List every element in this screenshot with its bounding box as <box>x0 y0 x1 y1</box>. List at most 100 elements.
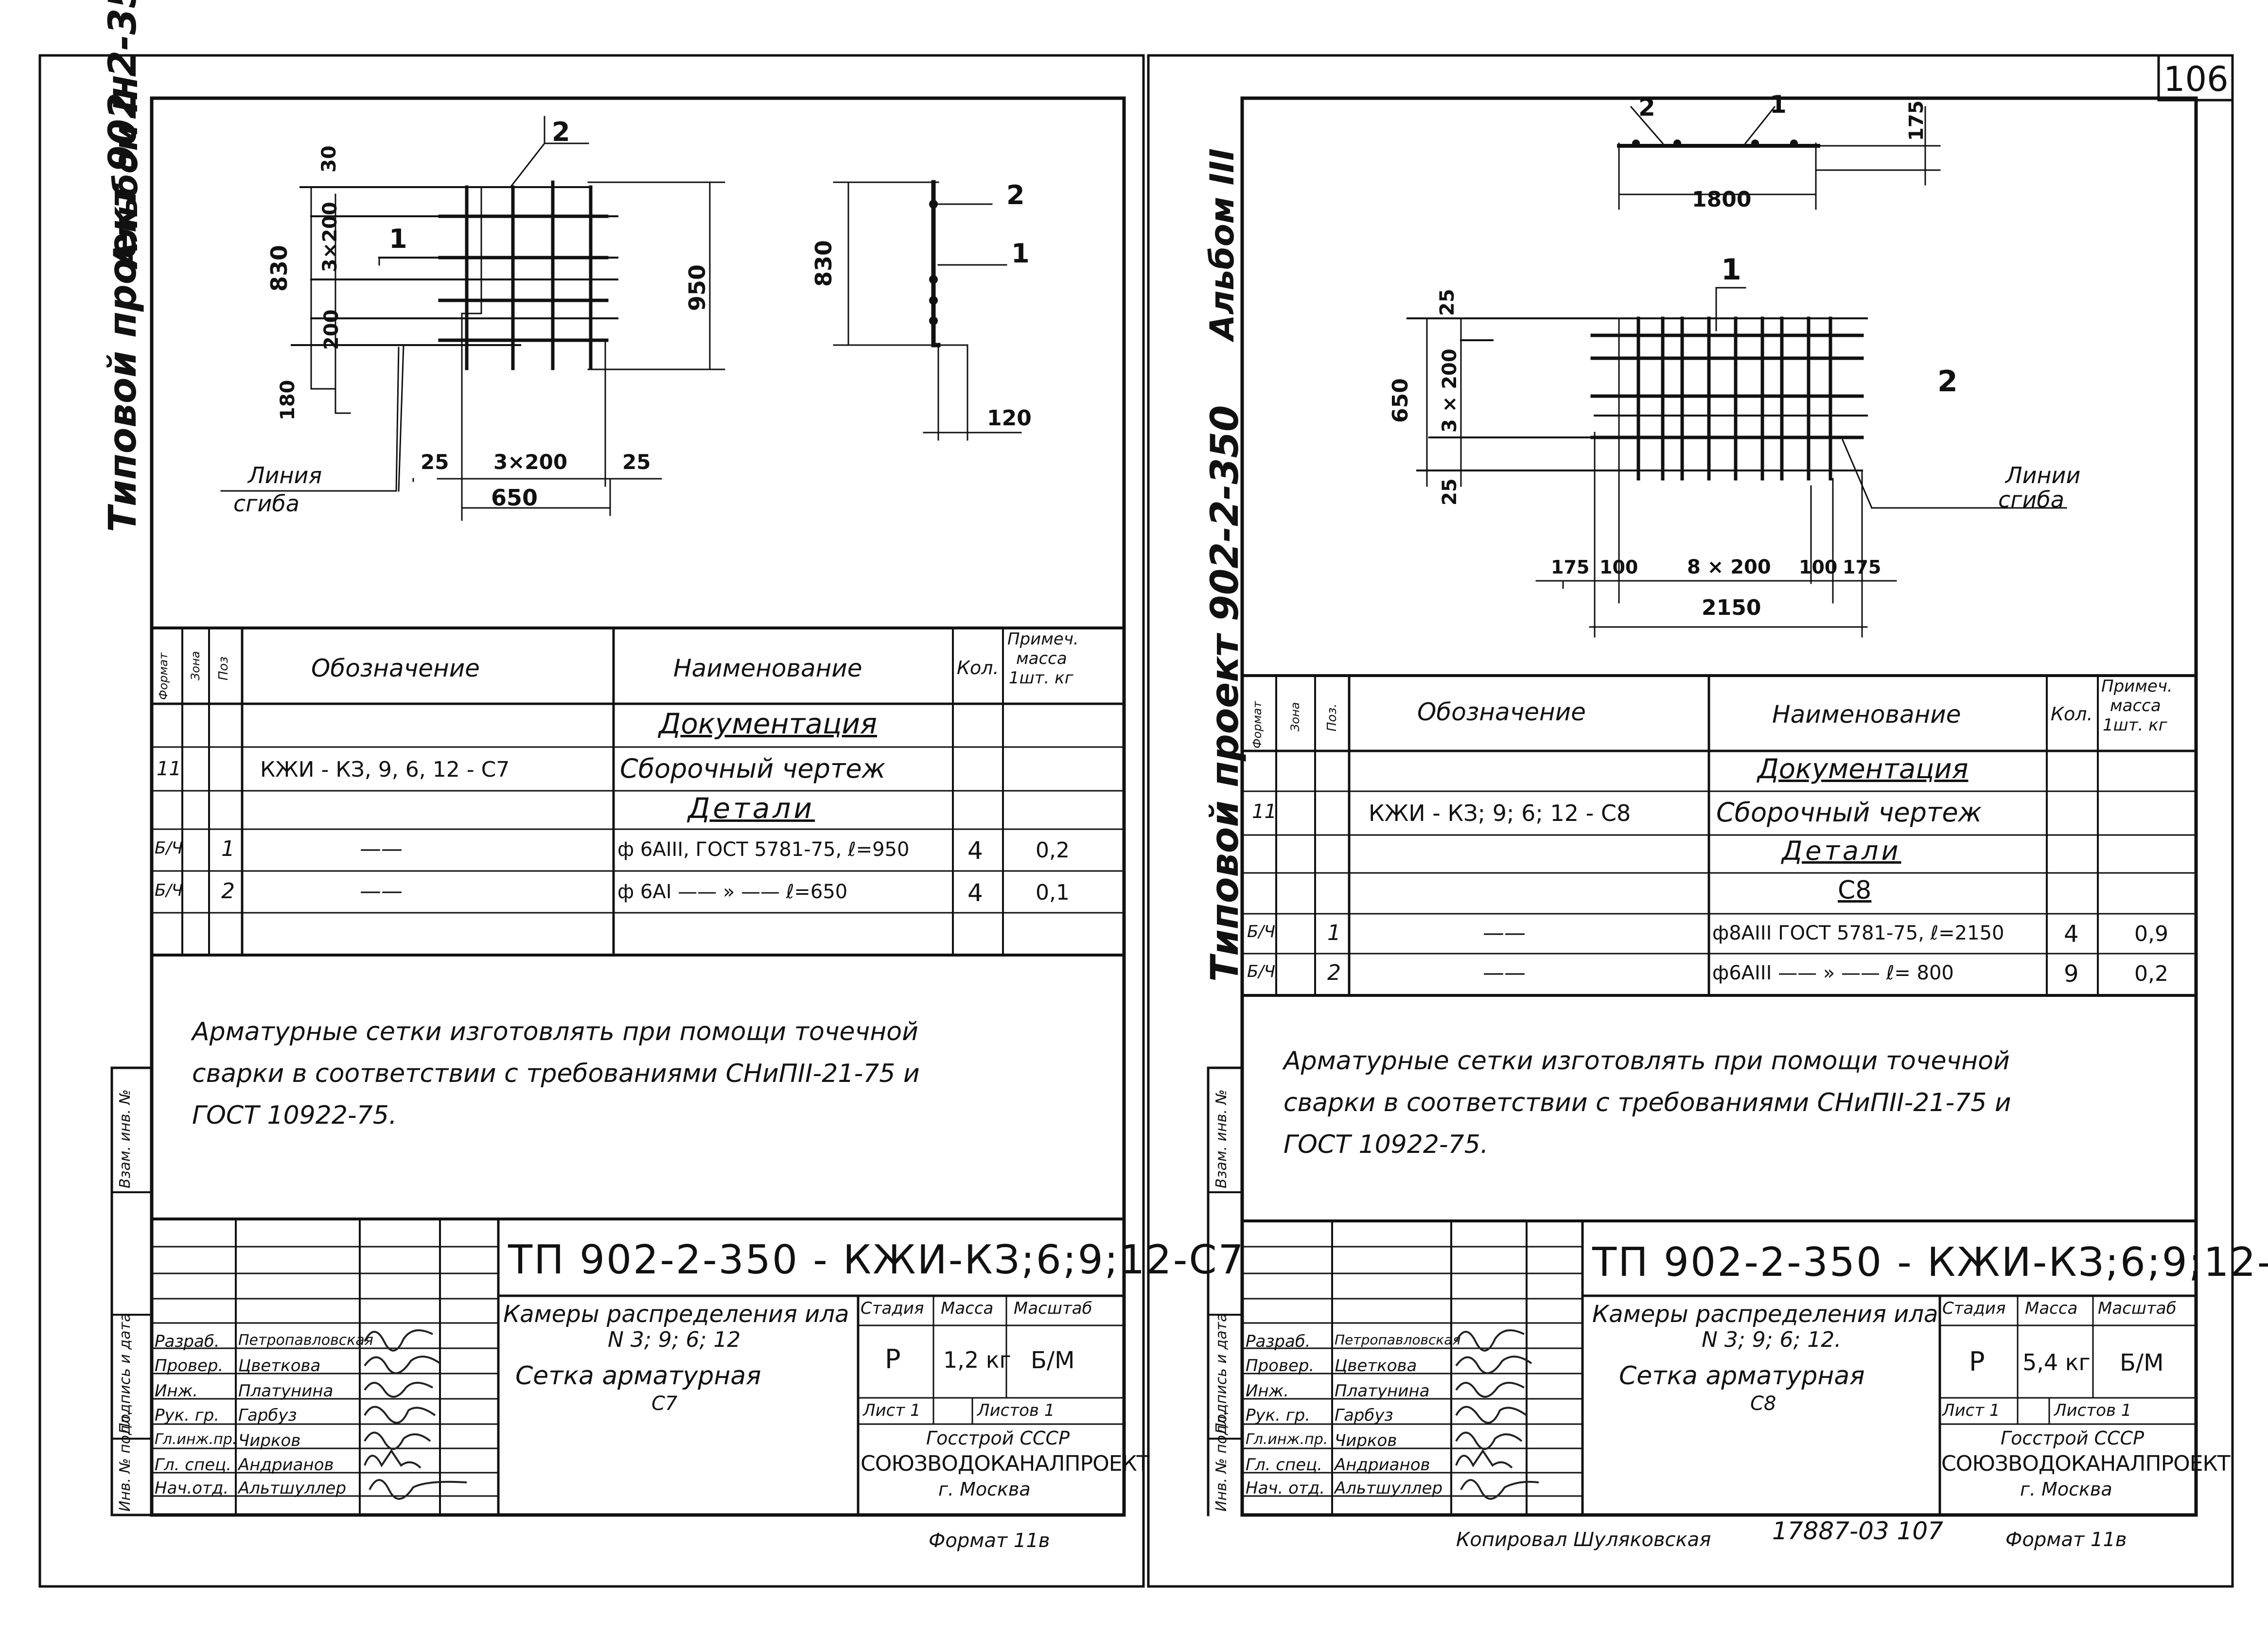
left-name-4: Чирков <box>238 1431 301 1450</box>
right-name-6: Альтшуллер <box>1335 1479 1443 1498</box>
right-sec-c8: С8 <box>1838 876 1872 905</box>
pos-1-section: 1 <box>1011 238 1030 269</box>
left-r3-pos: 2 <box>221 879 235 904</box>
left-side-vz: Взам. инв. № <box>117 1089 134 1188</box>
right-r1-desig: КЖИ - КЗ; 9; 6; 12 - С8 <box>1369 800 1631 826</box>
left-desc3: Сетка арматурная <box>515 1361 761 1391</box>
left-stage: Р <box>885 1344 901 1375</box>
left-desc2: N 3; 9; 6; 12 <box>608 1327 741 1352</box>
pos-2-right-plan: 2 <box>1937 365 1958 399</box>
right-copied-by: Копировал Шуляковская <box>1456 1529 1711 1551</box>
left-role-6: Нач.отд. <box>155 1479 229 1498</box>
right-org3: г. Москва <box>2020 1479 2112 1500</box>
right-org1: Госстрой СССР <box>2001 1427 2145 1449</box>
left-h-name: Наименование <box>673 654 862 682</box>
left-h-stage: Стадия <box>861 1299 924 1318</box>
left-r3-desig: —— <box>360 879 403 904</box>
right-desc2: N 3; 9; 6; 12. <box>1702 1327 1842 1352</box>
right-h-stage: Стадия <box>1942 1299 2006 1318</box>
left-r3-name: ф 6АI —— » —— ℓ=650 <box>617 881 848 903</box>
left-h-scale: Масштаб <box>1014 1299 1092 1318</box>
dim-175-right-top: 175 <box>1905 101 1928 141</box>
right-name-4: Чирков <box>1335 1431 1397 1450</box>
left-sheet-border <box>38 54 1145 1588</box>
right-bend-line-1: Линии <box>2005 462 2081 488</box>
dim-830-left: 830 <box>266 245 292 292</box>
left-h-zone: Зона <box>189 651 202 680</box>
page-number: 106 <box>2163 59 2229 99</box>
right-desc3: Сетка арматурная <box>1619 1361 1865 1391</box>
right-note: Арматурные сетки изготовлять при помощи … <box>1283 1046 2011 1159</box>
left-r1-name: Сборочный чертеж <box>620 753 886 784</box>
left-r3-mass: 0,1 <box>1036 880 1070 905</box>
right-org2: СОЮЗВОДОКАНАЛПРОЕКТ <box>1941 1451 2231 1476</box>
left-sec-parts: Детали <box>688 792 815 825</box>
right-h-scale: Масштаб <box>2098 1299 2177 1318</box>
left-r3-qty: 4 <box>967 879 983 907</box>
right-r3-mass: 0,2 <box>2134 961 2168 986</box>
left-mass: 1,2 кг <box>943 1347 1011 1373</box>
dim-100a-right: 100 <box>1600 557 1638 578</box>
left-org1: Госстрой СССР <box>926 1427 1070 1449</box>
left-name-5: Андрианов <box>238 1455 334 1475</box>
dim-25b-left: 25 <box>622 450 651 474</box>
right-side-sign: Подпись и дата <box>1213 1313 1230 1434</box>
left-org3: г. Москва <box>938 1479 1031 1500</box>
left-h-note3: 1шт. кг <box>1009 668 1073 688</box>
left-h-qty: Кол. <box>957 657 999 679</box>
right-scale: Б/М <box>2120 1349 2164 1376</box>
left-role-5: Гл. спец. <box>155 1455 232 1475</box>
right-r2-pos: 1 <box>1327 921 1341 945</box>
dim-3x200-left-h: 3×200 <box>493 450 567 474</box>
right-r3-qty: 9 <box>2064 960 2079 988</box>
pos-1-left: 1 <box>389 224 407 254</box>
pos-2-section: 2 <box>1006 180 1025 210</box>
left-role-1: Провер. <box>155 1356 224 1375</box>
left-h-note: Примеч. <box>1007 629 1079 649</box>
left-side-sign: Подпись и дата <box>117 1313 134 1434</box>
left-h-pos: Поз <box>216 656 231 680</box>
right-r3-desig: —— <box>1483 960 1526 985</box>
right-doc-number: 17887-03 107 <box>1772 1517 1944 1545</box>
left-role-0: Разраб. <box>155 1332 220 1351</box>
left-sheet: Лист 1 <box>863 1401 921 1420</box>
left-r2-qty: 4 <box>967 836 983 865</box>
dim-830-section: 830 <box>810 240 837 287</box>
dim-3x200-right: 3 × 200 <box>1439 348 1461 433</box>
right-sec-docs: Документация <box>1758 753 1969 785</box>
right-r1-format: 11 <box>1252 801 1277 823</box>
dim-950-left: 950 <box>684 264 710 311</box>
right-role-4: Гл.инж.пр. <box>1246 1431 1328 1448</box>
right-r2-qty: 4 <box>2064 921 2079 948</box>
right-h-designation: Обозначение <box>1417 698 1586 726</box>
pos-2-left: 2 <box>552 117 570 147</box>
right-role-0: Разраб. <box>1246 1332 1311 1351</box>
left-name-2: Платунина <box>238 1381 334 1401</box>
right-h-zone: Зона <box>1288 702 1302 731</box>
left-album-label: Альбом III <box>107 75 145 267</box>
right-name-0: Петропавловская <box>1335 1332 1461 1348</box>
left-sec-docs: Документация <box>659 707 877 740</box>
left-r2-desig: —— <box>360 836 403 861</box>
right-r3-pos: 2 <box>1327 960 1341 985</box>
dim-100b-right: 100 <box>1799 557 1837 578</box>
right-r1-name: Сборочный чертеж <box>1716 797 1982 828</box>
left-r1-desig: КЖИ - КЗ, 9, 6, 12 - С7 <box>260 757 510 782</box>
dim-180-left: 180 <box>277 380 299 421</box>
dim-25a-right: 25 <box>1436 289 1459 316</box>
right-r2-format: Б/Ч <box>1247 922 1276 941</box>
left-inner-frame <box>150 96 1126 1517</box>
right-desc1: Камеры распределения ила <box>1592 1301 1938 1328</box>
left-name-1: Цветкова <box>238 1356 321 1375</box>
right-name-3: Гарбуз <box>1335 1406 1393 1425</box>
left-role-2: Инж. <box>155 1381 198 1401</box>
right-r3-name: ф6АIII —— » —— ℓ= 800 <box>1712 962 1954 984</box>
right-doc-code: ТП 902-2-350 - КЖИ-КЗ;6;9;12-С8 <box>1592 1239 2268 1286</box>
right-name-2: Платунина <box>1335 1381 1430 1401</box>
right-name-1: Цветкова <box>1335 1356 1417 1375</box>
left-r1-format: 11 <box>157 758 181 780</box>
right-role-5: Гл. спец. <box>1246 1455 1323 1475</box>
right-sheet: Лист 1 <box>1942 1401 2000 1420</box>
pos-2-right-top: 2 <box>1638 93 1655 122</box>
